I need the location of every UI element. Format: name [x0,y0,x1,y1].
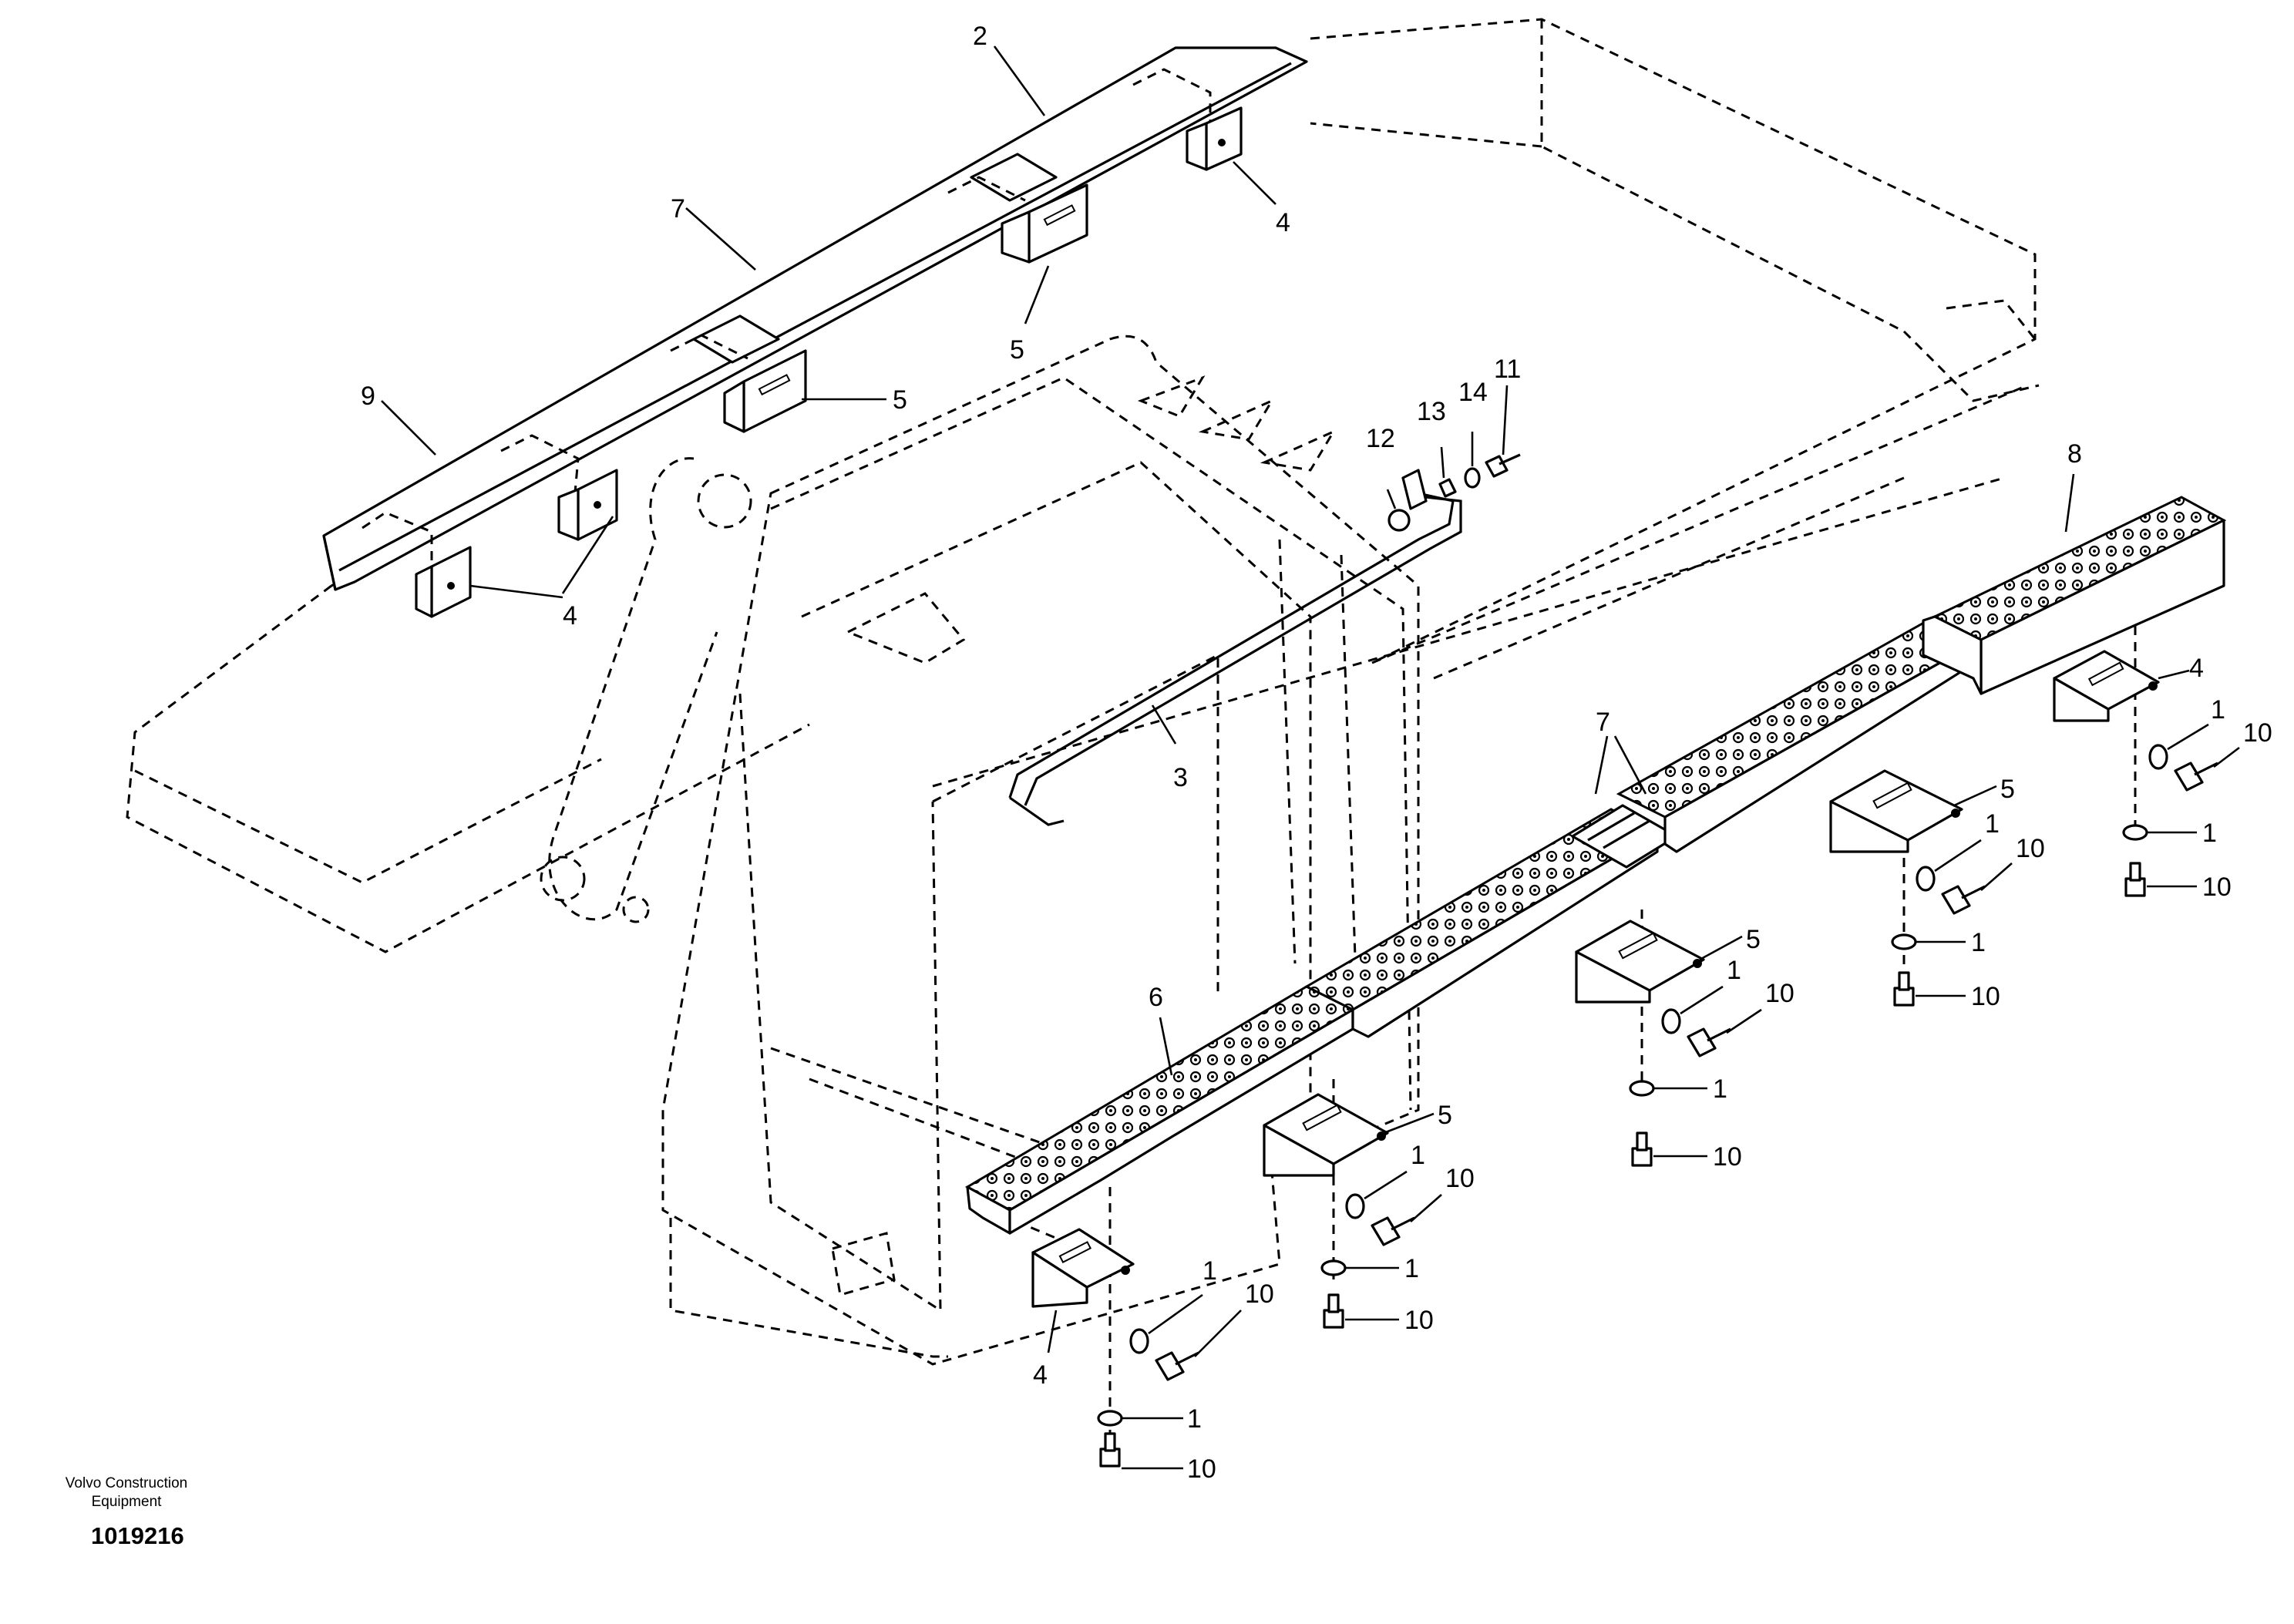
bracket-5-b [1001,183,1088,264]
bolt-10 [2124,862,2146,897]
bolt-10 [1687,1027,1731,1057]
bracket-5-lower-b [1575,920,1705,1004]
callout-10: 10 [1404,1306,1434,1335]
bolt-10 [1099,1432,1121,1468]
washer-1 [1629,1080,1655,1097]
bolt-10 [1893,971,1915,1007]
upper-rail [322,46,1308,591]
callout-12: 12 [1366,424,1395,453]
callout-5: 5 [1438,1101,1452,1130]
bracket-4-c [1186,106,1243,171]
publisher-line-1: Volvo Construction [66,1475,187,1491]
callout-10: 10 [1187,1454,1216,1484]
washer-1 [2122,824,2148,841]
callout-1: 1 [1727,956,1741,985]
fastener-13 [1438,478,1457,498]
washer-1 [1345,1193,1365,1219]
callout-7: 7 [671,194,685,224]
callout-10: 10 [1713,1142,1742,1172]
callout-14: 14 [1458,378,1488,407]
callout-1: 1 [1202,1256,1217,1286]
callout-1: 1 [1187,1404,1202,1434]
callout-1: 1 [2202,819,2217,848]
washer-1 [1661,1008,1681,1034]
handrail-3 [1008,469,1462,826]
washer-1 [1916,866,1936,892]
figure-credit: Volvo Construction Equipment 1019216 [66,1475,187,1549]
washer-1 [1320,1259,1347,1276]
callout-10: 10 [2202,873,2232,902]
callout-10: 10 [1971,982,2000,1011]
callout-8: 8 [2067,439,2082,469]
callout-10: 10 [1445,1164,1475,1193]
washer-1 [1891,933,1917,950]
upper-bracket-set [415,106,1243,618]
callout-10: 10 [1765,979,1794,1008]
callout-11: 11 [1494,355,1521,384]
callout-3: 3 [1173,763,1188,792]
callout-labels: 2 7 9 4 5 5 4 3 12 13 14 11 8 7 6 4 5 5 … [361,22,2272,1484]
callout-9: 9 [361,382,375,411]
washer-1 [1097,1410,1123,1427]
callout-5: 5 [1010,335,1024,365]
callout-10: 10 [2243,718,2272,748]
callout-5: 5 [1746,925,1761,954]
fastener-11 [1485,453,1521,478]
fastener-12 [1388,509,1411,532]
callout-2: 2 [973,22,987,51]
bracket-4-lower-b [2053,650,2160,722]
callout-4: 4 [2189,654,2204,683]
callout-1: 1 [2211,695,2225,725]
callout-1: 1 [1411,1141,1425,1170]
bolt-10 [1323,1293,1344,1329]
callout-leaders [381,45,2240,1470]
bracket-4-lower-a [1031,1228,1135,1308]
lower-bracket-set [1031,650,2160,1308]
callout-5: 5 [893,385,907,415]
fastener-set [1097,744,2218,1468]
publisher-line-2: Equipment [92,1494,163,1510]
callout-10: 10 [2016,834,2045,863]
step-treads [964,496,2227,1235]
callout-5: 5 [2000,775,2015,804]
bolt-10 [2174,762,2218,792]
callout-6: 6 [1149,983,1163,1012]
figure-number: 1019216 [91,1522,184,1549]
callout-1: 1 [1404,1254,1419,1283]
callout-4: 4 [1033,1360,1048,1390]
bracket-5-lower-a [1263,1093,1389,1177]
bracket-4-b [557,469,618,541]
callout-13: 13 [1417,397,1446,426]
callout-4: 4 [563,601,577,630]
callout-10: 10 [1245,1279,1274,1309]
bolt-10 [1941,885,1986,915]
bolt-10 [1631,1131,1653,1167]
fastener-14 [1464,467,1481,489]
callout-7: 7 [1596,708,1610,737]
bolt-10 [1371,1216,1415,1246]
washer-1 [2148,744,2168,770]
bolt-10 [1155,1351,1199,1381]
callout-1: 1 [1985,809,2000,839]
callout-1: 1 [1713,1074,1727,1104]
bracket-4-a [415,546,472,618]
bracket-5-a [723,349,807,433]
callout-4: 4 [1276,208,1290,237]
bracket-5-lower-c [1829,769,1963,853]
callout-1: 1 [1971,928,1986,957]
washer-1 [1129,1328,1149,1354]
